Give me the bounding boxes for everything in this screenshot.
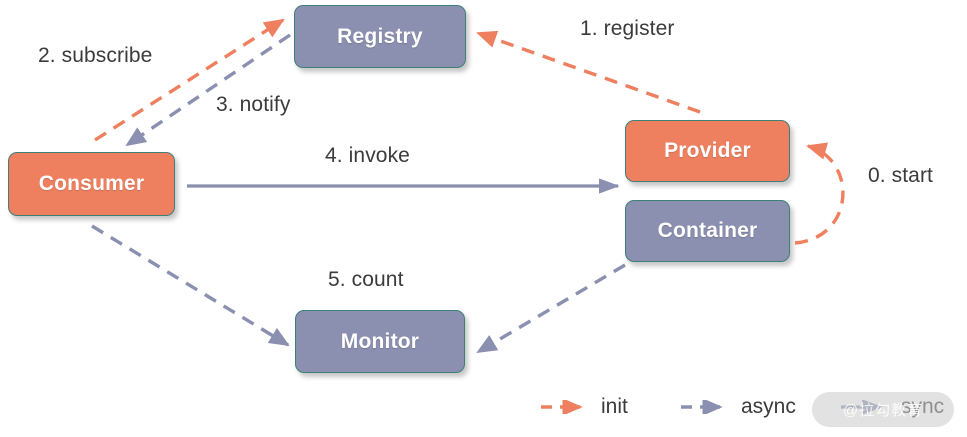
edge-register (476, 30, 701, 114)
legend-init-label: init (601, 395, 628, 418)
legend-item-sync: sync (840, 396, 944, 417)
node-consumer-label: Consumer (38, 172, 145, 195)
legend-item-init: init (540, 396, 628, 417)
node-registry[interactable]: Registry (294, 5, 466, 68)
edge-label-invoke: 4. invoke (325, 144, 410, 167)
node-provider-label: Provider (664, 139, 751, 162)
edge-count-container (476, 263, 626, 354)
node-provider[interactable]: Provider (625, 120, 790, 182)
legend-async-label: async (741, 395, 796, 418)
edge-subscribe (94, 18, 285, 142)
edge-count-consumer (91, 224, 290, 347)
edge-label-count: 5. count (328, 268, 404, 291)
edge-label-register: 1. register (580, 17, 675, 40)
node-container[interactable]: Container (625, 200, 790, 262)
edge-start (794, 142, 845, 245)
node-container-label: Container (657, 219, 758, 242)
legend-item-async: async (680, 396, 796, 417)
legend-sync-label: sync (901, 395, 945, 418)
node-consumer[interactable]: Consumer (8, 152, 175, 216)
node-monitor-label: Monitor (340, 329, 420, 353)
legend-sync-solid-arrow-icon (841, 399, 883, 414)
legend-init-dashed-arrow-icon (541, 399, 583, 414)
edge-label-subscribe: 2. subscribe (38, 44, 153, 67)
legend-async-dashed-arrow-icon (681, 399, 723, 414)
edge-label-start: 0. start (868, 164, 933, 187)
node-registry-label: Registry (337, 24, 423, 48)
edge-label-notify: 3. notify (216, 93, 291, 116)
node-monitor[interactable]: Monitor (295, 310, 465, 373)
